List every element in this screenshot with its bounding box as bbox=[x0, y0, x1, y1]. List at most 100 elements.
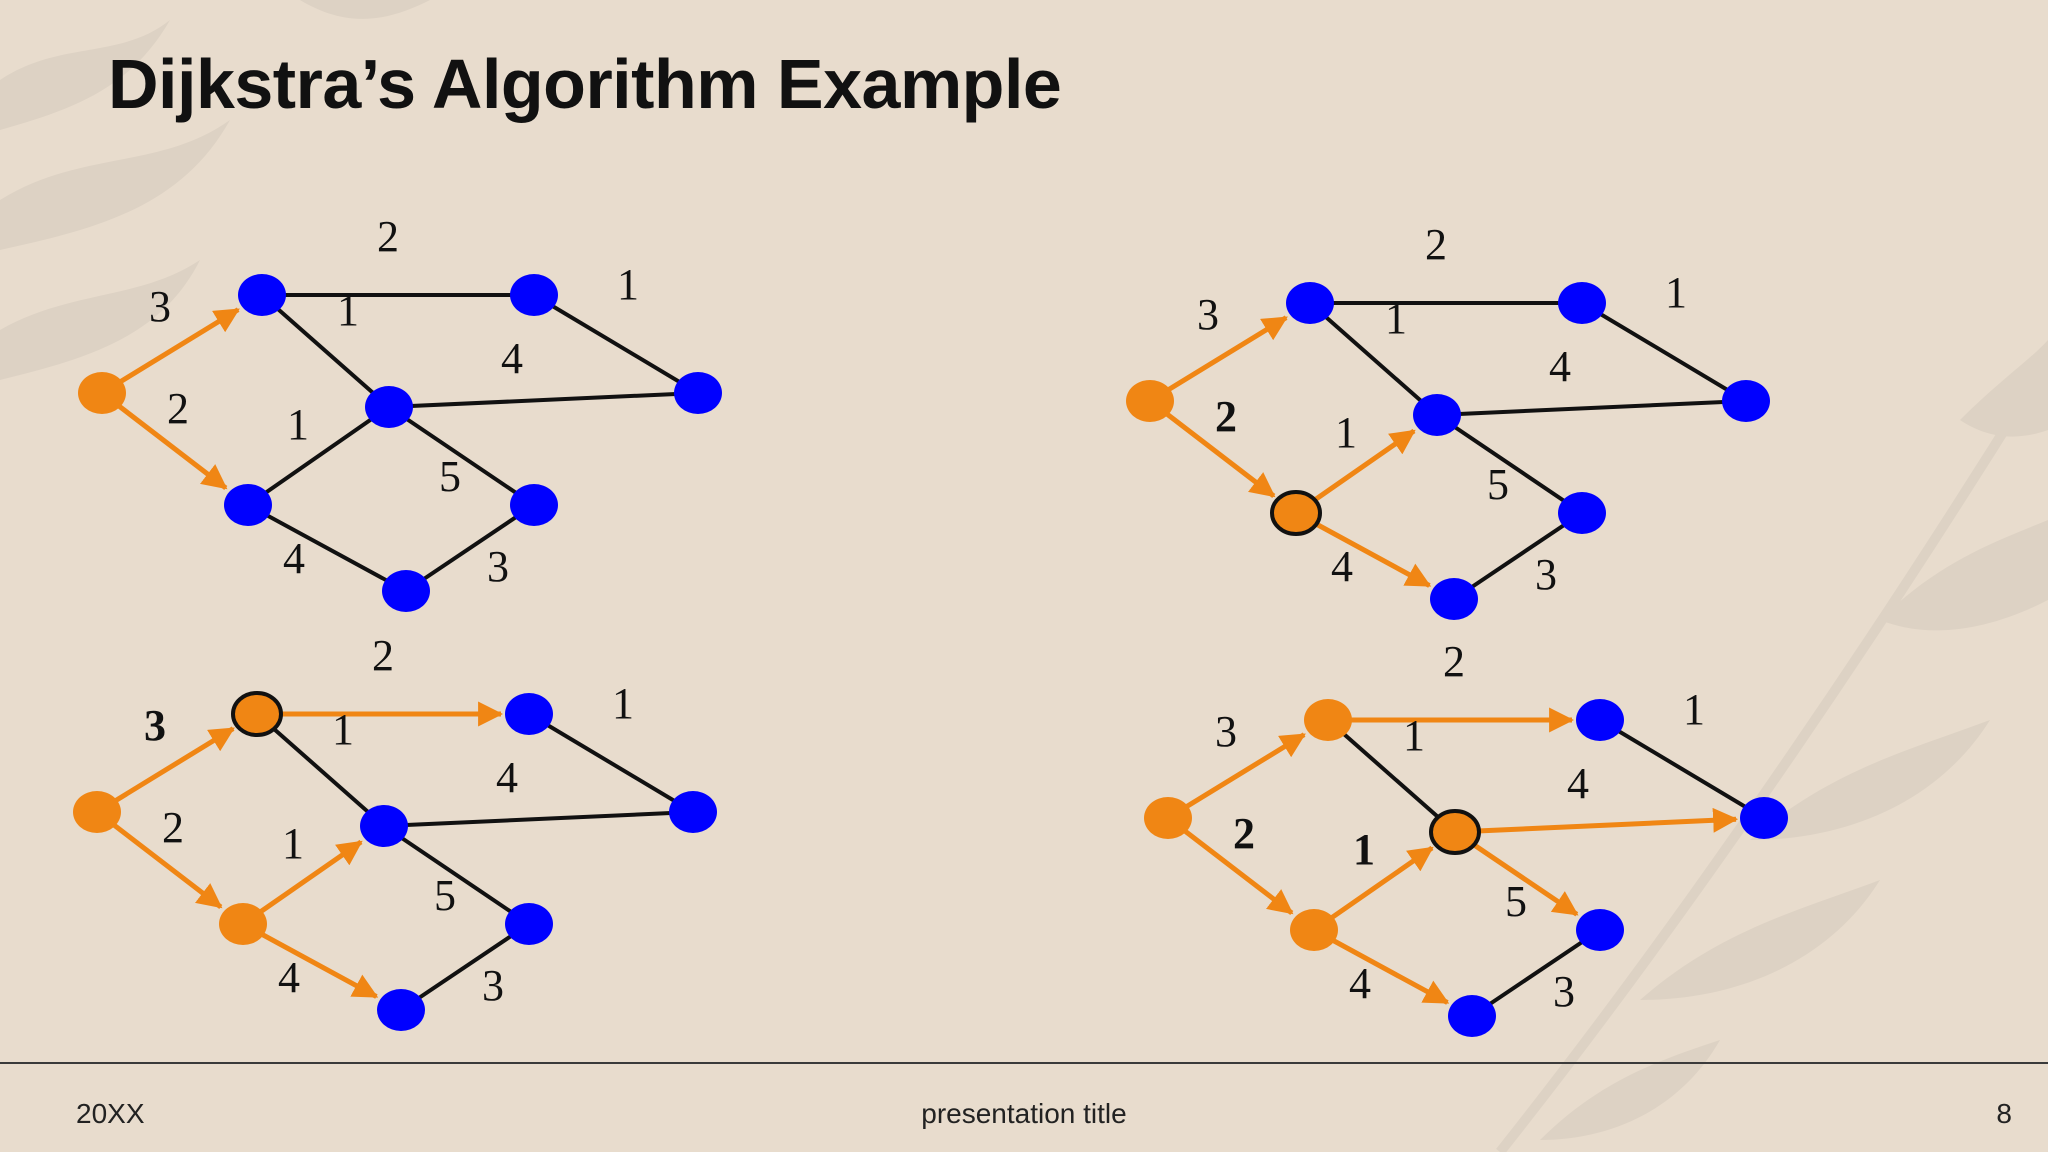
edge-weight-a-d: 1 bbox=[1403, 711, 1425, 760]
edge-weight-s-b: 2 bbox=[1215, 392, 1237, 441]
edge-d-f bbox=[384, 826, 529, 924]
edge-weight-b-d: 1 bbox=[287, 400, 309, 449]
edge-weight-b-d: 1 bbox=[282, 819, 304, 868]
graph-panel-step-3: 3221141543 bbox=[73, 631, 717, 1031]
edge-a-d bbox=[1310, 303, 1437, 415]
edge-weight-c-e: 1 bbox=[1665, 268, 1687, 317]
node-f-unvisited bbox=[1576, 909, 1624, 951]
node-e-unvisited bbox=[1740, 797, 1788, 839]
edge-weight-d-f: 5 bbox=[1487, 460, 1509, 509]
edge-weight-g-f: 3 bbox=[1553, 967, 1575, 1016]
edge-weight-b-g: 4 bbox=[278, 953, 300, 1002]
edge-d-e-tree bbox=[1455, 819, 1736, 832]
node-s-visited bbox=[1126, 380, 1174, 422]
edge-a-d bbox=[1328, 720, 1455, 832]
edge-weight-s-a: 3 bbox=[149, 282, 171, 331]
node-e-unvisited bbox=[669, 791, 717, 833]
edge-s-b-tree bbox=[1168, 818, 1292, 913]
edge-weight-b-g: 4 bbox=[283, 534, 305, 583]
edge-weight-a-c: 2 bbox=[1443, 637, 1465, 686]
edge-g-f bbox=[1472, 930, 1600, 1016]
node-c-unvisited bbox=[505, 693, 553, 735]
node-d-visited bbox=[1431, 811, 1479, 853]
node-b-visited bbox=[219, 903, 267, 945]
node-d-unvisited bbox=[360, 805, 408, 847]
node-f-unvisited bbox=[1558, 492, 1606, 534]
edge-g-f bbox=[406, 505, 534, 591]
edge-g-f bbox=[1454, 513, 1582, 599]
edge-weight-s-b: 2 bbox=[162, 803, 184, 852]
edge-s-b-tree bbox=[1150, 401, 1274, 496]
edge-weight-c-e: 1 bbox=[1683, 685, 1705, 734]
node-e-unvisited bbox=[674, 372, 722, 414]
edge-weight-g-f: 3 bbox=[1535, 550, 1557, 599]
node-s-visited bbox=[73, 791, 121, 833]
footer-page-number: 8 bbox=[1996, 1098, 2012, 1130]
edge-b-g bbox=[248, 505, 406, 591]
node-g-unvisited bbox=[1448, 995, 1496, 1037]
node-g-unvisited bbox=[1430, 578, 1478, 620]
edge-a-d bbox=[257, 714, 384, 826]
edge-weight-a-c: 2 bbox=[377, 212, 399, 261]
node-b-visited bbox=[1290, 909, 1338, 951]
edge-weight-d-e: 4 bbox=[496, 753, 518, 802]
edge-a-d bbox=[262, 295, 389, 407]
edge-weight-s-b: 2 bbox=[1233, 809, 1255, 858]
node-f-unvisited bbox=[510, 484, 558, 526]
edge-weight-b-g: 4 bbox=[1349, 959, 1371, 1008]
edge-weight-a-c: 2 bbox=[1425, 220, 1447, 269]
node-g-unvisited bbox=[382, 570, 430, 612]
edge-g-f bbox=[401, 924, 529, 1010]
node-c-unvisited bbox=[510, 274, 558, 316]
edge-weight-a-d: 1 bbox=[337, 286, 359, 335]
edge-d-e bbox=[384, 812, 693, 826]
node-d-unvisited bbox=[1413, 394, 1461, 436]
edge-s-b-tree bbox=[97, 812, 221, 907]
edge-d-f bbox=[389, 407, 534, 505]
node-g-unvisited bbox=[377, 989, 425, 1031]
edge-weight-s-a: 3 bbox=[144, 701, 166, 750]
edge-c-e bbox=[534, 295, 698, 393]
edge-weight-s-a: 3 bbox=[1215, 707, 1237, 756]
edge-weight-g-f: 3 bbox=[482, 961, 504, 1010]
edge-weight-a-d: 1 bbox=[332, 705, 354, 754]
node-d-unvisited bbox=[365, 386, 413, 428]
edge-b-d bbox=[248, 407, 389, 505]
node-a-unvisited bbox=[238, 274, 286, 316]
node-s-visited bbox=[1144, 797, 1192, 839]
dijkstra-diagram: 3221141543322114154332211415433221141543 bbox=[0, 0, 2048, 1060]
node-e-unvisited bbox=[1722, 380, 1770, 422]
edge-weight-a-c: 2 bbox=[372, 631, 394, 680]
edge-weight-b-d: 1 bbox=[1335, 408, 1357, 457]
node-c-unvisited bbox=[1576, 699, 1624, 741]
footer-presentation-title: presentation title bbox=[0, 1098, 2048, 1130]
edge-weight-s-a: 3 bbox=[1197, 290, 1219, 339]
edge-weight-c-e: 1 bbox=[617, 260, 639, 309]
edge-c-e bbox=[1600, 720, 1764, 818]
edge-weight-d-e: 4 bbox=[1549, 342, 1571, 391]
node-f-unvisited bbox=[505, 903, 553, 945]
edge-weight-d-f: 5 bbox=[439, 452, 461, 501]
edge-weight-d-f: 5 bbox=[1505, 877, 1527, 926]
edge-weight-d-e: 4 bbox=[501, 334, 523, 383]
node-a-unvisited bbox=[1286, 282, 1334, 324]
node-c-unvisited bbox=[1558, 282, 1606, 324]
edge-weight-a-d: 1 bbox=[1385, 294, 1407, 343]
edge-weight-d-f: 5 bbox=[434, 871, 456, 920]
footer-divider bbox=[0, 1062, 2048, 1064]
node-s-visited bbox=[78, 372, 126, 414]
edge-d-f bbox=[1437, 415, 1582, 513]
edge-weight-b-d: 1 bbox=[1353, 825, 1375, 874]
edge-weight-d-e: 4 bbox=[1567, 759, 1589, 808]
edge-c-e bbox=[1582, 303, 1746, 401]
edge-d-e bbox=[389, 393, 698, 407]
edge-weight-c-e: 1 bbox=[612, 679, 634, 728]
edge-d-e bbox=[1437, 401, 1746, 415]
edge-weight-s-b: 2 bbox=[167, 384, 189, 433]
edge-weight-g-f: 3 bbox=[487, 542, 509, 591]
node-b-unvisited bbox=[224, 484, 272, 526]
